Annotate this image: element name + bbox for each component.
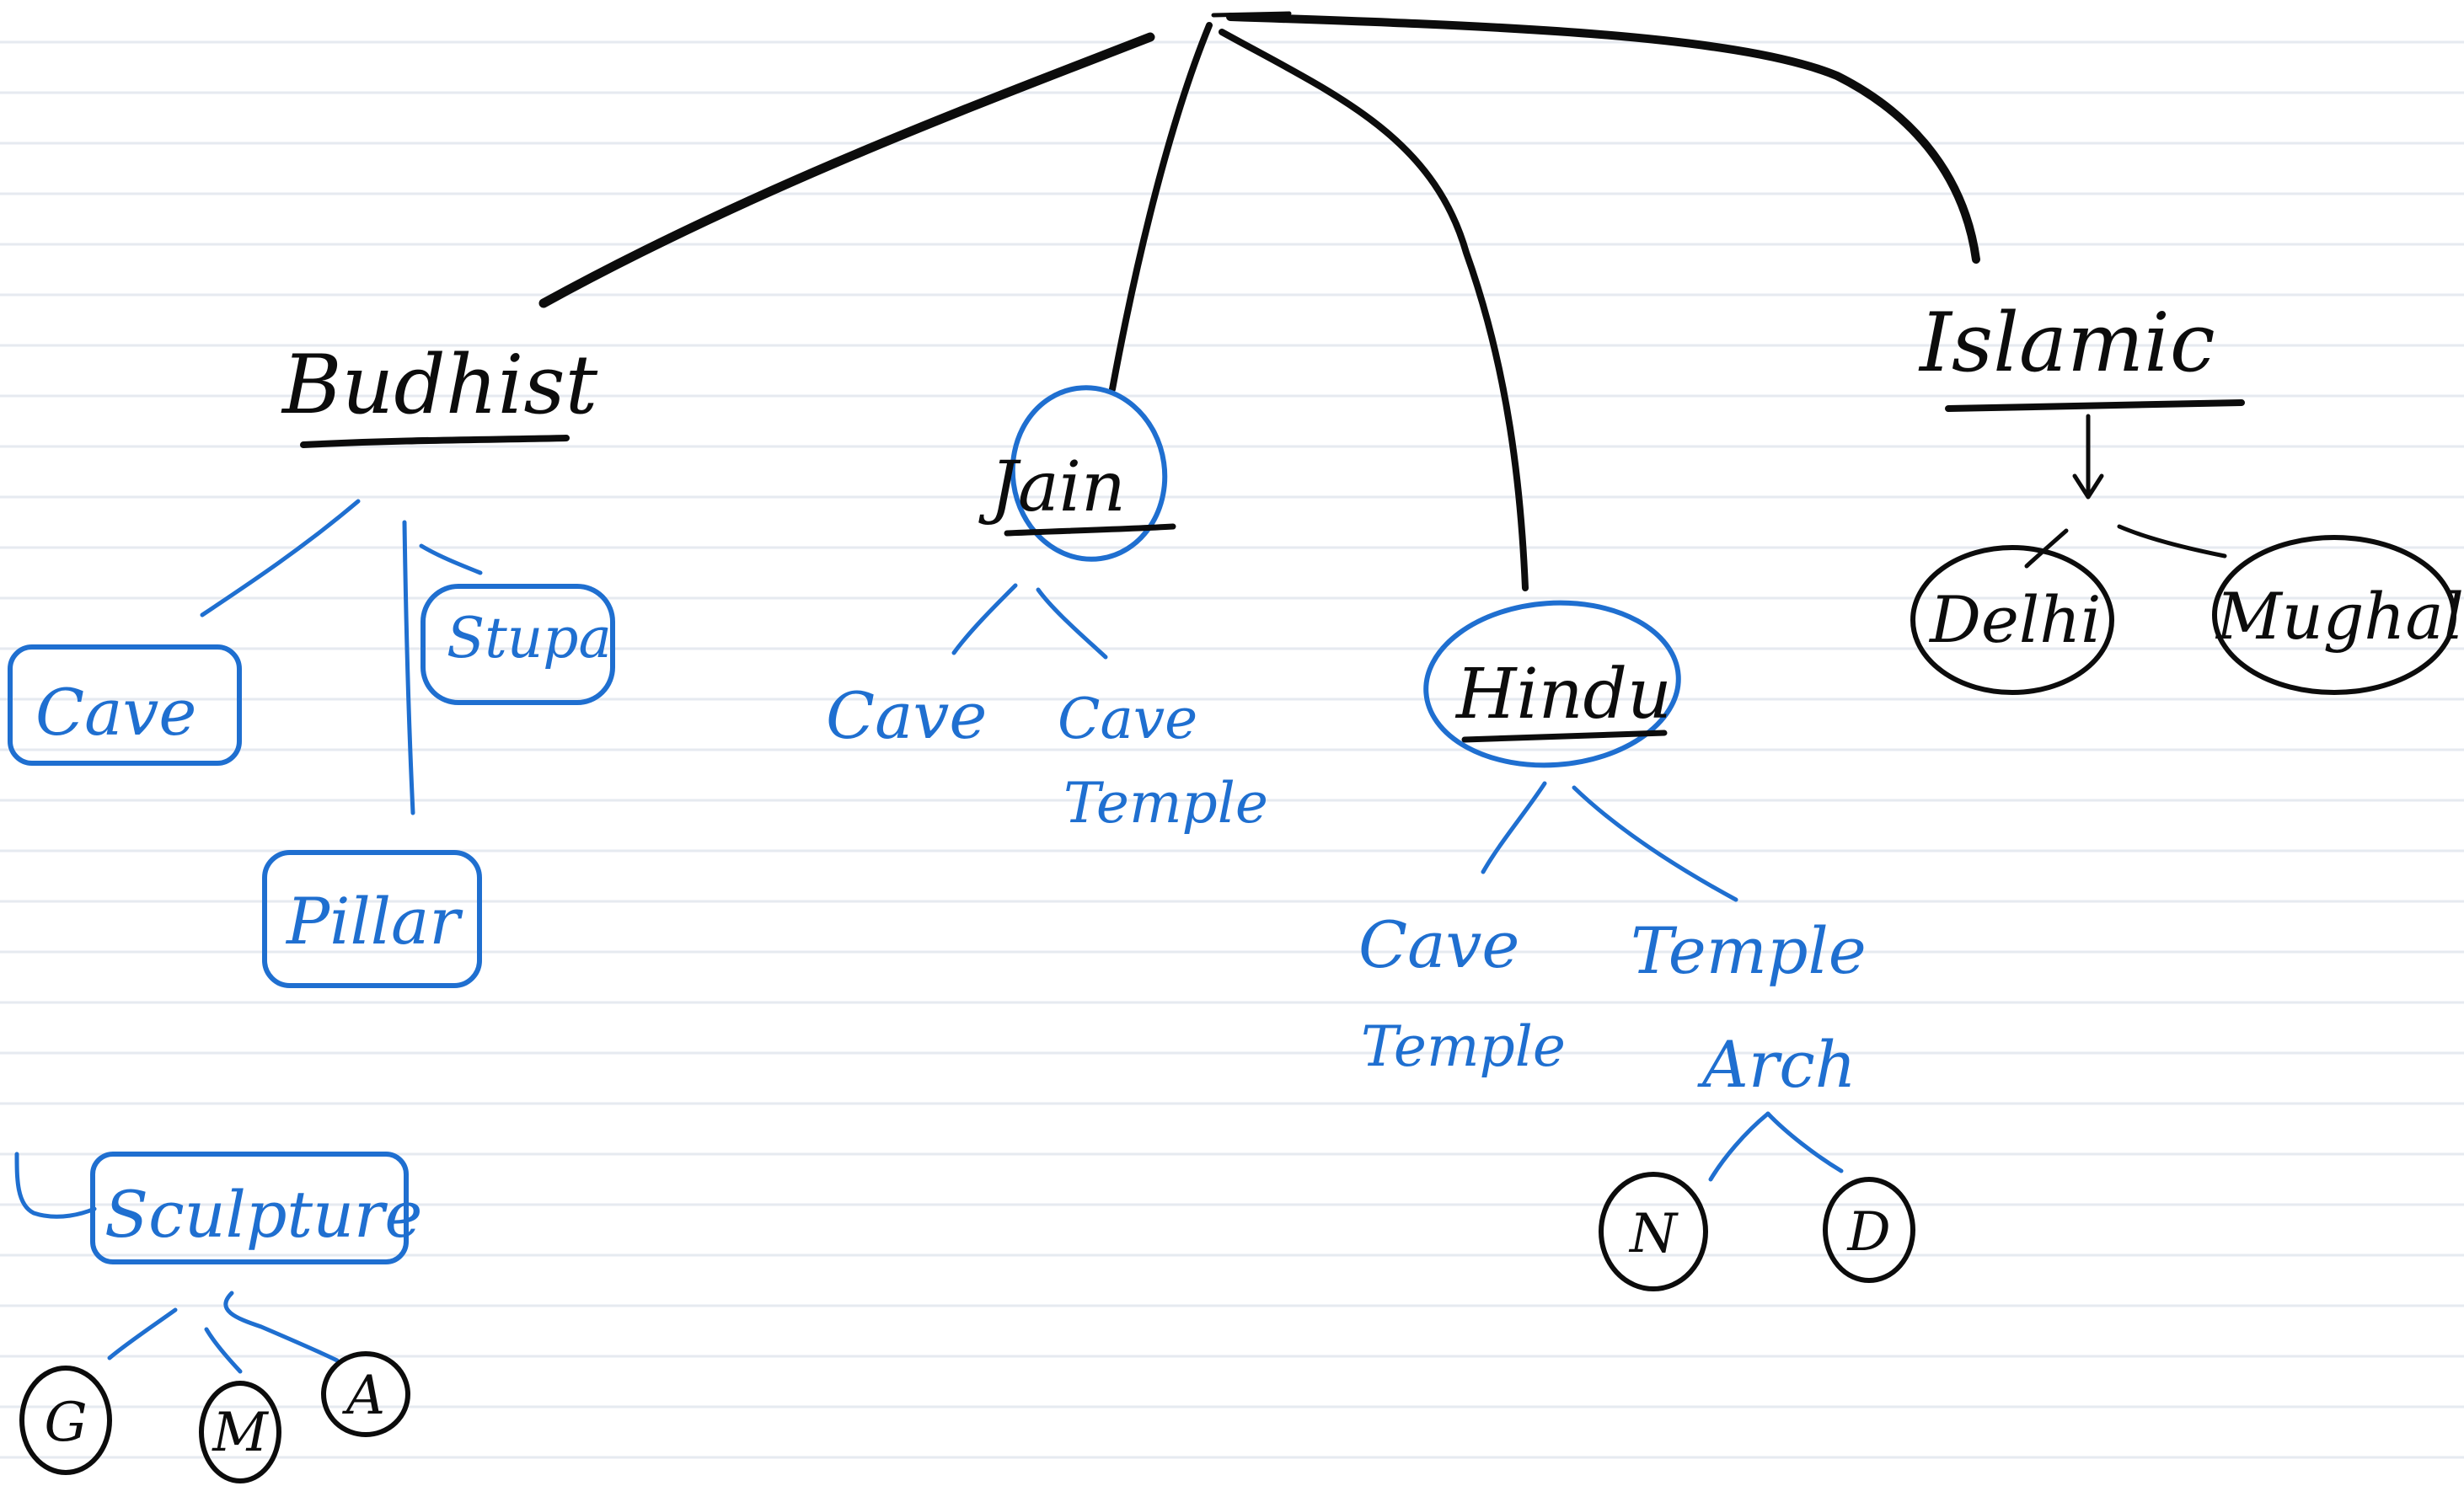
branch-root-hindu	[1219, 29, 1529, 591]
circle-n	[1599, 1172, 1708, 1291]
hindu-temple-arch-line2: Arch	[1697, 1027, 1856, 1102]
jain-cave-temple-line2: Temple	[1063, 771, 1268, 836]
islamic-delhi-label: Delhi	[1928, 582, 2101, 657]
mughal-circle	[2212, 535, 2456, 695]
branch-sculpture-a	[223, 1291, 340, 1363]
hindu-cave-temple-line2: Temple	[1361, 1014, 1566, 1079]
circle-d	[1823, 1177, 1915, 1283]
branch-root-jain	[1109, 22, 1213, 393]
branch-sculpture-m	[204, 1327, 243, 1374]
hindu-cave-temple-line1: Cave	[1358, 907, 1519, 982]
sculpture-box	[90, 1152, 409, 1264]
arrow-islamic-head	[2072, 473, 2104, 500]
circle-g	[19, 1366, 112, 1475]
branch-hindu-cave-temple	[1481, 781, 1547, 874]
hindu-label: Hindu	[1454, 655, 1672, 735]
islamic-label: Islamic	[1918, 296, 2215, 390]
buddhist-sculpture-label: Sculpture	[104, 1177, 422, 1252]
sculpture-child-m: M	[212, 1402, 269, 1464]
branch-to-sculpture	[14, 1152, 97, 1219]
branch-root-buddhist	[538, 32, 1155, 308]
islamic-underline	[1945, 399, 2245, 412]
buddhist-pillar-label: Pillar	[285, 884, 463, 959]
branch-buddhist-cave	[200, 499, 361, 617]
sculpture-child-a: A	[342, 1365, 385, 1427]
branch-jain-cave-temple	[1036, 587, 1108, 660]
sculpture-child-g: G	[44, 1392, 87, 1454]
buddhist-label: Budhist	[281, 338, 598, 432]
delhi-circle	[1910, 545, 2114, 695]
jain-label: Jain	[978, 447, 1126, 527]
hindu-circle	[1423, 600, 1681, 768]
jain-cave-temple-line1: Cave	[1058, 687, 1197, 751]
cave-box	[8, 644, 242, 766]
jain-underline	[1004, 523, 1176, 537]
pillar-box	[262, 850, 482, 988]
arch-child-n: N	[1628, 1203, 1679, 1265]
hindu-temple-arch-line1: Temple	[1631, 913, 1867, 988]
circle-m	[199, 1381, 281, 1483]
hindu-underline	[1461, 730, 1668, 743]
branch-islamic-mughal	[2117, 524, 2227, 559]
branch-buddhist-pillar	[402, 520, 415, 815]
stupa-box	[420, 584, 615, 705]
buddhist-underline	[300, 435, 570, 448]
branch-hindu-temple-arch	[1572, 785, 1738, 902]
jain-circle	[1010, 385, 1168, 562]
branch-arch-d	[1765, 1111, 1844, 1173]
branch-arch-n	[1708, 1111, 1770, 1182]
buddhist-cave-label: Cave	[35, 675, 196, 750]
islamic-mughal-label: Mughal	[2215, 579, 2464, 654]
jain-cave-label: Cave	[826, 678, 987, 753]
arch-child-d: D	[1846, 1201, 1890, 1264]
branch-sculpture-g	[107, 1307, 178, 1360]
branch-jain-cave	[951, 583, 1018, 655]
branch-root-islamic	[1226, 13, 1980, 264]
branch-buddhist-stupa	[419, 543, 483, 575]
buddhist-stupa-label: Stupa	[447, 606, 612, 671]
circle-a	[321, 1351, 410, 1437]
